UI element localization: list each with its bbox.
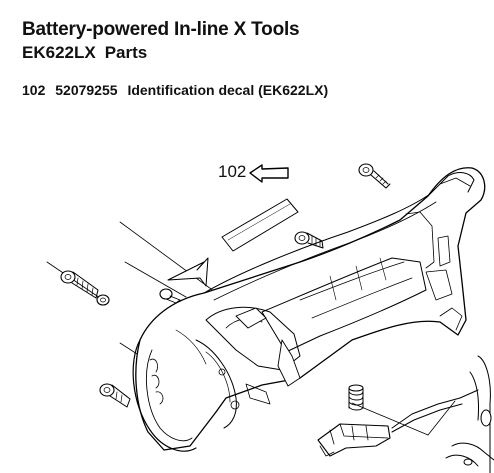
callout-arrow-icon — [250, 165, 288, 182]
part-code: 52079255 — [55, 82, 118, 98]
page-subtitle: EK622LX Parts — [22, 43, 147, 63]
lever-part[interactable] — [318, 424, 390, 456]
callout-label: 102 — [218, 162, 247, 181]
side-component-right[interactable] — [446, 356, 494, 473]
screw-top-right[interactable] — [359, 164, 390, 188]
screw-bottom-left[interactable] — [100, 384, 130, 407]
nut-left[interactable] — [97, 295, 109, 305]
spring[interactable] — [349, 385, 363, 410]
wire-spring[interactable] — [392, 390, 478, 432]
identification-decal[interactable] — [222, 199, 298, 251]
part-line: 102 52079255 Identification decal (EK622… — [22, 82, 328, 98]
part-description: Identification decal (EK622LX) — [127, 82, 329, 98]
part-number: 102 — [22, 82, 46, 98]
screw-left[interactable] — [61, 271, 98, 298]
model-label: EK622LX — [22, 43, 96, 62]
screw-center-left[interactable] — [160, 289, 180, 303]
tool-housing[interactable] — [133, 168, 485, 451]
screw-middle[interactable] — [295, 232, 323, 248]
page-title: Battery-powered In-line X Tools — [22, 19, 300, 40]
direction-arrow-icon — [168, 258, 208, 286]
section-label: Parts — [104, 43, 148, 62]
